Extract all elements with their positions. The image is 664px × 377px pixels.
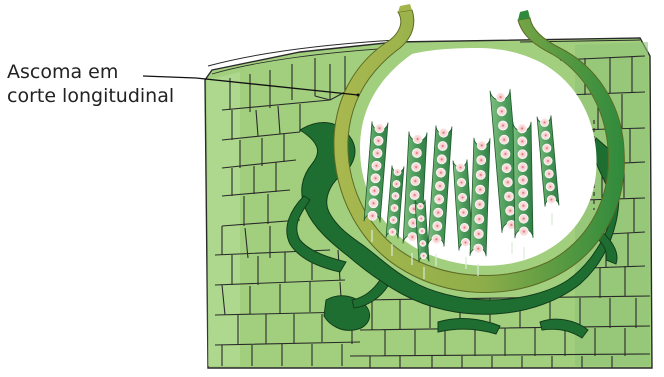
ascoma-label-line1: Ascoma em — [7, 60, 174, 84]
ascospore — [543, 144, 551, 152]
ascospore — [546, 183, 554, 191]
ascospore — [501, 149, 510, 158]
ascospore — [412, 162, 421, 171]
ascospore — [369, 199, 378, 208]
ascospore — [518, 137, 527, 146]
ascospore — [370, 186, 379, 195]
ascospore — [457, 178, 465, 186]
ascospore — [372, 161, 381, 170]
ascospore — [439, 128, 448, 137]
ascospore — [435, 181, 444, 190]
ascospore — [506, 206, 515, 215]
ascospore — [437, 155, 446, 164]
ascoma-label: Ascoma em corte longitudinal — [7, 60, 174, 108]
ascospore — [393, 180, 400, 187]
ascospore — [504, 192, 513, 201]
ascospore — [544, 157, 552, 165]
ascospore — [519, 214, 528, 223]
ascospore — [460, 223, 468, 231]
ascospore — [503, 178, 512, 187]
ascospore — [518, 175, 527, 184]
ascospore — [432, 235, 441, 244]
ascospore — [496, 93, 505, 102]
ascospore — [474, 229, 483, 238]
ascospore — [420, 240, 426, 246]
ascospore — [461, 238, 469, 246]
ascospore — [418, 216, 424, 222]
ascospore — [375, 124, 384, 133]
ascospore — [391, 204, 398, 211]
ascospore — [545, 170, 553, 178]
ascospore — [477, 141, 486, 150]
ascospore — [368, 211, 377, 220]
ascospore — [374, 136, 383, 145]
ascospore — [476, 170, 485, 179]
ascospore — [412, 148, 421, 157]
ascospore — [433, 221, 442, 230]
ascospore — [475, 215, 484, 224]
ascospore — [371, 174, 380, 183]
ascoma-label-line2: corte longitudinal — [7, 84, 174, 108]
ascospore — [392, 192, 399, 199]
ascospore — [417, 203, 423, 209]
ascospore — [498, 121, 507, 130]
ascospore — [519, 201, 528, 210]
ascospore — [500, 135, 509, 144]
ascospore — [373, 149, 382, 158]
ascospore — [518, 150, 527, 159]
ascospore — [459, 208, 467, 216]
ascospore — [394, 168, 401, 175]
ascospore — [497, 107, 506, 116]
ascospore — [518, 124, 527, 133]
ascospore — [540, 118, 548, 126]
ascospore — [519, 188, 528, 197]
ascospore — [389, 228, 396, 235]
ascospore — [476, 185, 485, 194]
ascospore — [421, 253, 427, 259]
ascospore — [435, 195, 444, 204]
ascospore — [436, 168, 445, 177]
ascospore — [408, 232, 417, 241]
ascospore — [502, 164, 511, 173]
ascospore — [547, 195, 555, 203]
ascospore — [477, 156, 486, 165]
ascospore — [434, 208, 443, 217]
ascospore — [413, 134, 422, 143]
ascospore — [474, 244, 483, 253]
ascospore — [411, 176, 420, 185]
ascospore — [542, 131, 550, 139]
ascospore — [419, 228, 425, 234]
ascospore — [458, 193, 466, 201]
ascospore — [390, 216, 397, 223]
ascospore — [410, 190, 419, 199]
ascospore — [518, 163, 527, 172]
ascospore — [438, 141, 447, 150]
ascospore — [475, 200, 484, 209]
ascospore — [519, 227, 528, 236]
ascospore — [456, 163, 464, 171]
